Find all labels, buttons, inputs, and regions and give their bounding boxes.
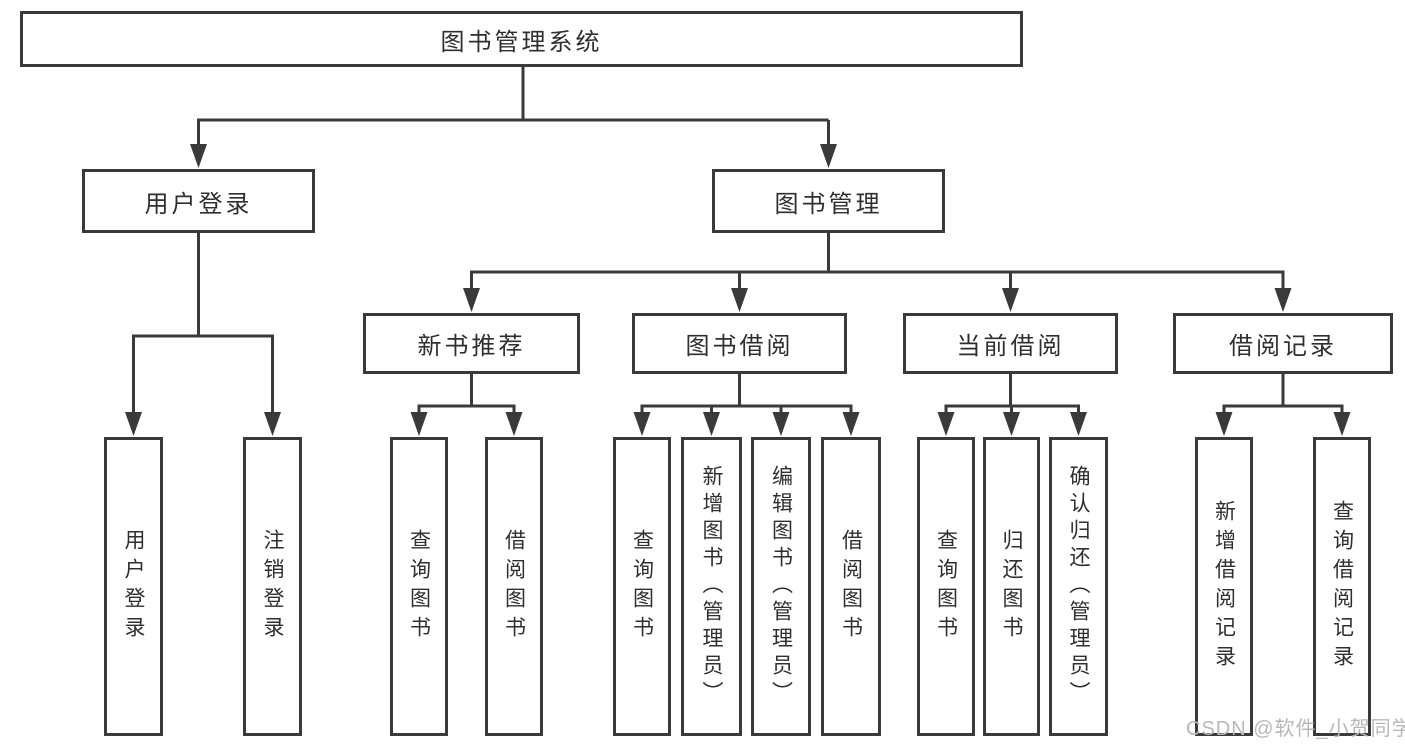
- leaf-borrow-query: 查询图书: [613, 437, 671, 736]
- leaf-record-add: 新增借阅记录: [1195, 437, 1253, 736]
- leaf-user-logout-label: 注销登录: [261, 528, 284, 645]
- leaf-borrow-edit-admin: 编辑图书（管理员）: [751, 437, 811, 736]
- node-root-system: 图书管理系统: [20, 11, 1023, 67]
- leaf-borrow-add-admin-label: 新增图书（管理员）: [700, 465, 723, 708]
- node-book-borrow: 图书借阅: [632, 313, 847, 374]
- leaf-current-query-label: 查询图书: [934, 528, 958, 645]
- leaf-borrow-add-admin: 新增图书（管理员）: [681, 437, 742, 736]
- leaf-borrow-query-label: 查询图书: [630, 528, 654, 645]
- leaf-user-login: 用户登录: [104, 437, 163, 736]
- leaf-newbook-borrow: 借阅图书: [485, 437, 543, 736]
- leaf-current-confirm-admin: 确认归还（管理员）: [1049, 437, 1108, 736]
- leaf-record-add-label: 新增借阅记录: [1212, 499, 1236, 674]
- leaf-current-query: 查询图书: [917, 437, 975, 736]
- leaf-borrow-edit-admin-label: 编辑图书（管理员）: [769, 465, 793, 708]
- leaf-current-return-label: 归还图书: [1000, 528, 1023, 645]
- leaf-newbook-query-label: 查询图书: [407, 528, 431, 645]
- leaf-newbook-borrow-label: 借阅图书: [502, 528, 526, 645]
- leaf-user-logout: 注销登录: [243, 437, 302, 736]
- node-user-login-branch: 用户登录: [82, 169, 315, 233]
- leaf-borrow-borrow-label: 借阅图书: [839, 528, 863, 645]
- leaf-current-return: 归还图书: [983, 437, 1040, 736]
- node-borrow-record: 借阅记录: [1173, 313, 1393, 374]
- leaf-borrow-borrow: 借阅图书: [821, 437, 881, 736]
- leaf-user-login-label: 用户登录: [122, 528, 145, 645]
- leaf-record-query-label: 查询借阅记录: [1330, 499, 1354, 674]
- watermark: CSDN @软件_小贺同学: [1186, 718, 1405, 740]
- leaf-record-query: 查询借阅记录: [1313, 437, 1371, 736]
- node-book-management-branch: 图书管理: [712, 169, 945, 233]
- arrowheads: [125, 144, 1351, 436]
- node-current-borrow: 当前借阅: [903, 313, 1118, 374]
- leaf-current-confirm-admin-label: 确认归还（管理员）: [1067, 465, 1090, 708]
- leaf-newbook-query: 查询图书: [390, 437, 448, 736]
- node-new-book-recommend: 新书推荐: [363, 313, 580, 374]
